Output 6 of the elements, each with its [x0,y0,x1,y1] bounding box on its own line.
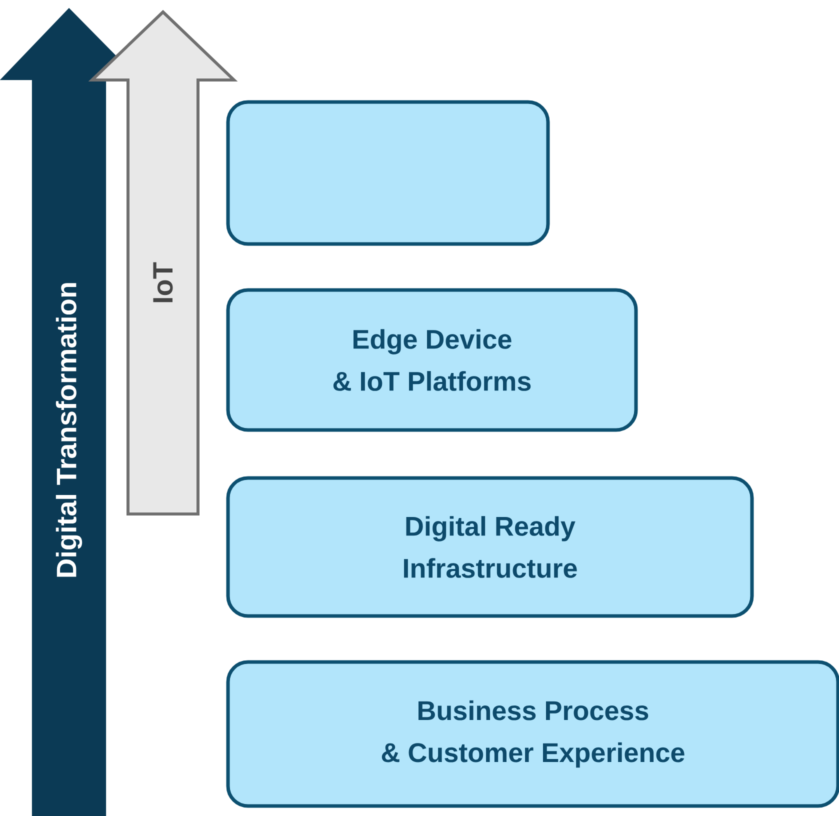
layer-box: Digital Ready Infrastructure [226,476,754,618]
rounded-box [226,100,550,246]
layer-box: Edge Device & IoT Platforms [226,288,638,432]
pointed-banner: Digital Transformation [0,8,140,816]
pointed-banner: IoT [88,10,238,516]
layer-box: Business Process & Customer Experience [226,660,839,808]
